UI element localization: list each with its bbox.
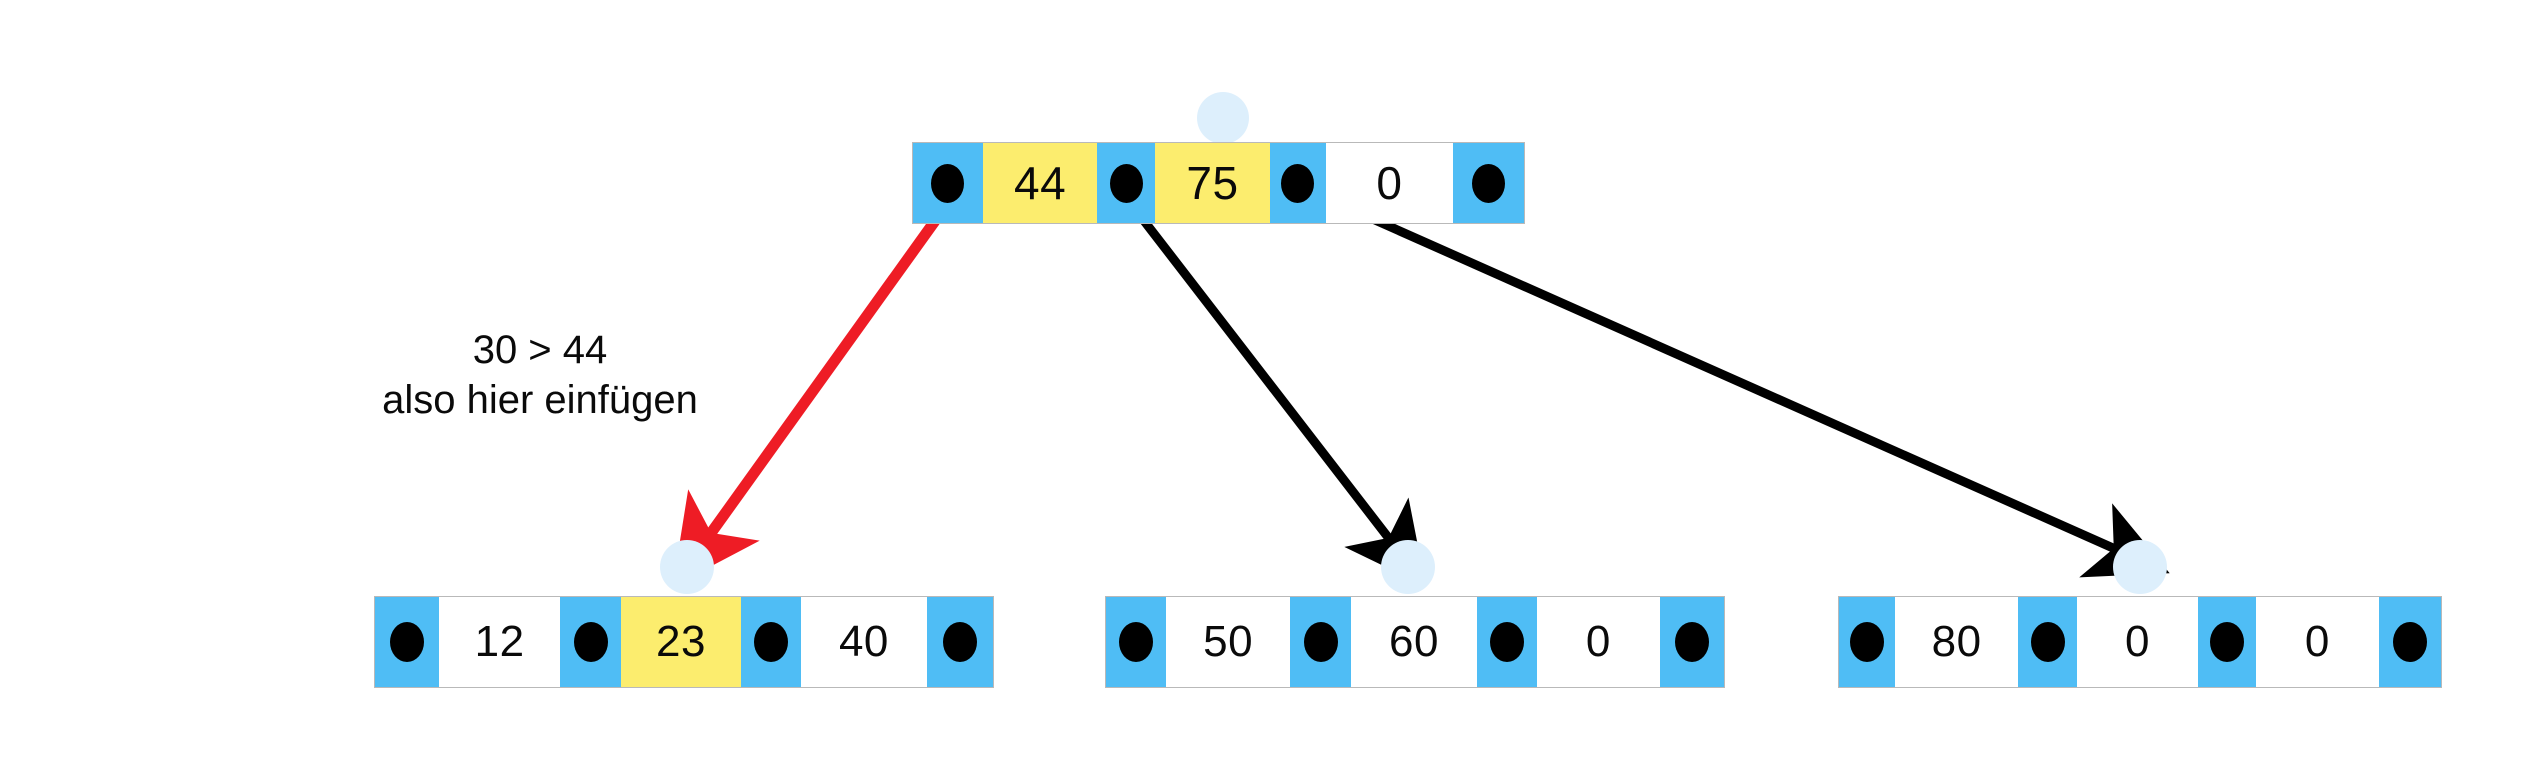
anchor-blob-leaf-2	[1381, 540, 1435, 594]
pointer-dot-icon	[753, 622, 788, 662]
leaf-1-pointer-3[interactable]	[927, 597, 993, 687]
leaf-3-pointer-0[interactable]	[1839, 597, 1895, 687]
leaf-1-key-2[interactable]: 40	[800, 597, 928, 687]
pointer-dot-icon	[573, 622, 608, 662]
pointer-dot-icon	[1109, 163, 1143, 203]
root-pointer-1[interactable]	[1097, 143, 1156, 223]
edge-root-to-leaf-3	[1328, 195, 2170, 578]
leaf-2-pointer-0[interactable]	[1106, 597, 1166, 687]
pointer-dot-icon	[1849, 622, 1884, 662]
leaf-3-pointer-1[interactable]	[2018, 597, 2078, 687]
pointer-dot-icon	[1489, 622, 1524, 662]
leaf-1-key-0[interactable]: 12	[438, 597, 561, 687]
insert-annotation: 30 > 44 also hier einfügen	[330, 325, 750, 425]
leaf-2-pointer-3[interactable]	[1660, 597, 1724, 687]
leaf-2-key-0[interactable]: 50	[1165, 597, 1291, 687]
leaf-2-key-2[interactable]: 0	[1536, 597, 1661, 687]
root-pointer-0[interactable]	[913, 143, 983, 223]
leaf-node-2[interactable]: 50 60 0	[1105, 596, 1725, 688]
leaf-3-key-1[interactable]: 0	[2077, 597, 2198, 687]
leaf-2-key-0-label: 50	[1203, 617, 1254, 666]
leaf-2-pointer-1[interactable]	[1290, 597, 1352, 687]
annotation-line-1: 30 > 44	[472, 328, 608, 372]
pointer-dot-icon	[389, 622, 424, 662]
root-key-0[interactable]: 44	[982, 143, 1098, 223]
leaf-2-key-1[interactable]: 60	[1351, 597, 1477, 687]
leaf-1-key-1[interactable]: 23	[621, 597, 741, 687]
pointer-dot-icon	[2393, 622, 2428, 662]
leaf-1-key-1-label: 23	[656, 617, 706, 666]
root-key-1[interactable]: 75	[1155, 143, 1270, 223]
pointer-dot-icon	[2030, 622, 2065, 662]
leaf-3-key-1-label: 0	[2125, 617, 2150, 666]
pointer-dot-icon	[1472, 163, 1506, 203]
leaf-1-pointer-2[interactable]	[740, 597, 801, 687]
leaf-3-key-2[interactable]: 0	[2255, 597, 2380, 687]
root-key-2[interactable]: 0	[1325, 143, 1454, 223]
pointer-dot-icon	[2209, 622, 2244, 662]
root-node[interactable]: 44 75 0	[912, 142, 1525, 224]
leaf-node-3[interactable]: 80 0 0	[1838, 596, 2442, 688]
root-key-2-label: 0	[1376, 157, 1403, 209]
anchor-blob-root	[1197, 92, 1249, 144]
leaf-3-key-2-label: 0	[2304, 617, 2330, 666]
pointer-dot-icon	[1675, 622, 1710, 662]
root-pointer-3[interactable]	[1453, 143, 1524, 223]
leaf-node-1[interactable]: 12 23 40	[374, 596, 994, 688]
leaf-1-pointer-0[interactable]	[375, 597, 439, 687]
leaf-1-key-2-label: 40	[838, 617, 889, 666]
annotation-line-2: also hier einfügen	[382, 378, 698, 422]
pointer-dot-icon	[1281, 163, 1315, 203]
leaf-3-pointer-2[interactable]	[2197, 597, 2256, 687]
leaf-2-pointer-2[interactable]	[1476, 597, 1537, 687]
leaf-3-key-0[interactable]: 80	[1894, 597, 2019, 687]
anchor-blob-leaf-3	[2113, 540, 2167, 594]
pointer-dot-icon	[943, 622, 978, 662]
root-key-0-label: 44	[1013, 157, 1067, 209]
anchor-blob-leaf-1	[660, 540, 714, 594]
root-key-1-label: 75	[1186, 157, 1239, 209]
leaf-1-key-0-label: 12	[474, 617, 525, 666]
root-pointer-2[interactable]	[1269, 143, 1326, 223]
edge-root-to-leaf-2	[1124, 197, 1426, 587]
leaf-3-pointer-3[interactable]	[2379, 597, 2441, 687]
pointer-dot-icon	[931, 163, 965, 203]
leaf-1-pointer-1[interactable]	[560, 597, 622, 687]
pointer-dot-icon	[1118, 622, 1153, 662]
leaf-2-key-2-label: 0	[1585, 617, 1611, 666]
pointer-dot-icon	[1303, 622, 1338, 662]
leaf-3-key-0-label: 80	[1931, 617, 1982, 666]
leaf-2-key-1-label: 60	[1389, 617, 1439, 666]
